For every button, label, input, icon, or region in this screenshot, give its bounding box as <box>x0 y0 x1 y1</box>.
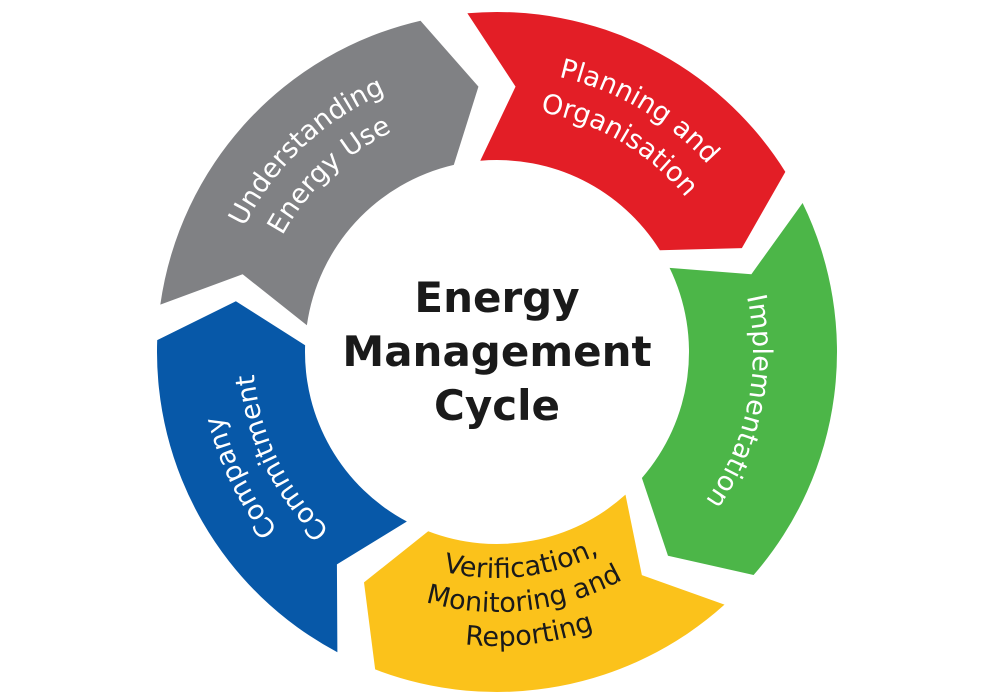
center-title-line-3: Cycle <box>434 381 560 430</box>
stage-arrow-planning <box>467 12 786 251</box>
center-title-line-2: Management <box>342 327 651 376</box>
stage-arrow-implementation <box>641 202 837 576</box>
stage-arrow-commitment <box>156 301 407 653</box>
stage-arrow-understanding <box>160 20 479 326</box>
center-title-line-1: Energy <box>414 273 579 322</box>
center-title: Energy Management Cycle <box>342 273 651 430</box>
stage-arrow-verification <box>364 494 725 692</box>
